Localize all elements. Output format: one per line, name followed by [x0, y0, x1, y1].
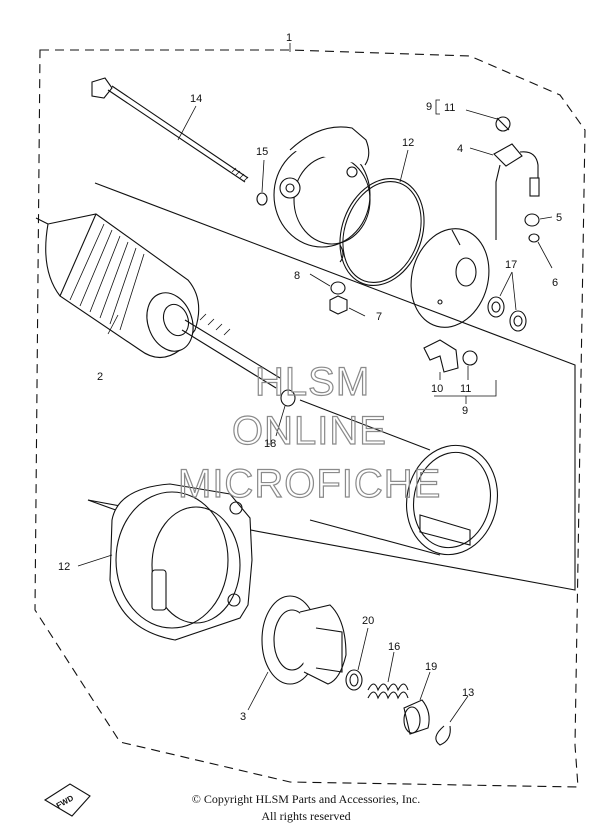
- assembly-boundary: [34, 49, 586, 788]
- rear-cover: [273, 126, 371, 263]
- circlip-13: [435, 725, 451, 746]
- label-11-bottom: 11: [460, 383, 471, 395]
- screw-11-top: [465, 109, 511, 132]
- label-3: 3: [240, 711, 246, 723]
- label-8: 8: [294, 270, 300, 282]
- armature: [35, 213, 281, 389]
- watermark-line1: HLSM: [255, 360, 370, 404]
- washer-18: [280, 389, 296, 407]
- watermark-line2: ONLINE: [232, 409, 387, 453]
- label-1: 1: [286, 32, 292, 44]
- yoke-tube: [299, 399, 499, 556]
- bushing-19: [403, 671, 431, 735]
- watermark-line3: MICROFICHE: [178, 462, 441, 506]
- label-18: 18: [264, 438, 276, 450]
- label-11-top: 11: [444, 102, 455, 114]
- label-13: 13: [462, 687, 474, 699]
- screw-11-bottom: [462, 350, 478, 366]
- copyright-notice: © Copyright HLSM Parts and Accessories, …: [191, 792, 421, 806]
- label-16: 16: [388, 641, 400, 653]
- front-cover: [77, 483, 253, 641]
- brush-clip-10: [423, 339, 459, 373]
- label-9-top: 9: [426, 101, 432, 113]
- washer-15: [256, 192, 268, 206]
- rights-notice: All rights reserved: [261, 809, 351, 823]
- pinion-clutch: [247, 595, 347, 711]
- brush-lead: [469, 143, 540, 240]
- yoke-outline: [87, 182, 576, 591]
- label-7: 7: [376, 311, 382, 323]
- label-20: 20: [362, 615, 374, 627]
- label-19: 19: [425, 661, 437, 673]
- washer-20: [345, 669, 363, 691]
- washer-17b: [509, 310, 527, 332]
- washer-5: [524, 213, 540, 227]
- label-4: 4: [457, 143, 463, 155]
- spring-16: [367, 683, 409, 692]
- through-bolt: [91, 77, 249, 183]
- brush-plate: [410, 228, 490, 328]
- label-2: 2: [97, 371, 103, 383]
- label-15: 15: [256, 146, 268, 158]
- label-9-bottom: 9: [462, 405, 468, 417]
- washer-8: [330, 281, 346, 295]
- label-5: 5: [556, 212, 562, 224]
- label-14: 14: [190, 93, 202, 105]
- fwd-badge: FWD: [43, 783, 91, 817]
- label-12-left: 12: [58, 561, 70, 573]
- label-10: 10: [431, 383, 443, 395]
- label-12-top: 12: [402, 137, 414, 149]
- label-6: 6: [552, 277, 558, 289]
- o-ring-6: [528, 233, 540, 243]
- nut-7: [329, 295, 348, 315]
- label-17: 17: [505, 259, 517, 271]
- washer-17a: [487, 296, 505, 318]
